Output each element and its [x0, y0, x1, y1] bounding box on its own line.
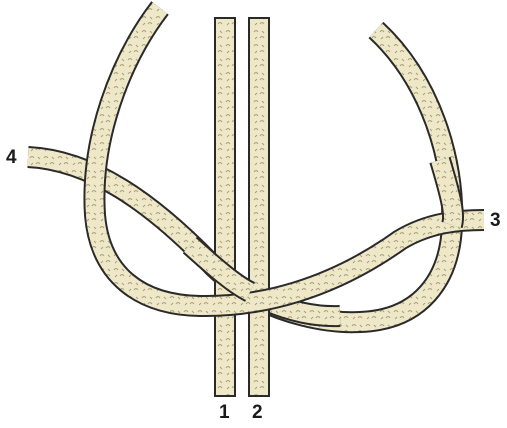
- cord-1-rope: [215, 18, 235, 396]
- cord-2-rope: [249, 18, 269, 396]
- label-cord-2: 2: [252, 402, 263, 423]
- label-cord-3: 3: [490, 210, 501, 231]
- left-loop-rope: [94, 8, 484, 306]
- label-cord-4: 4: [6, 147, 17, 168]
- label-cord-1: 1: [219, 402, 230, 423]
